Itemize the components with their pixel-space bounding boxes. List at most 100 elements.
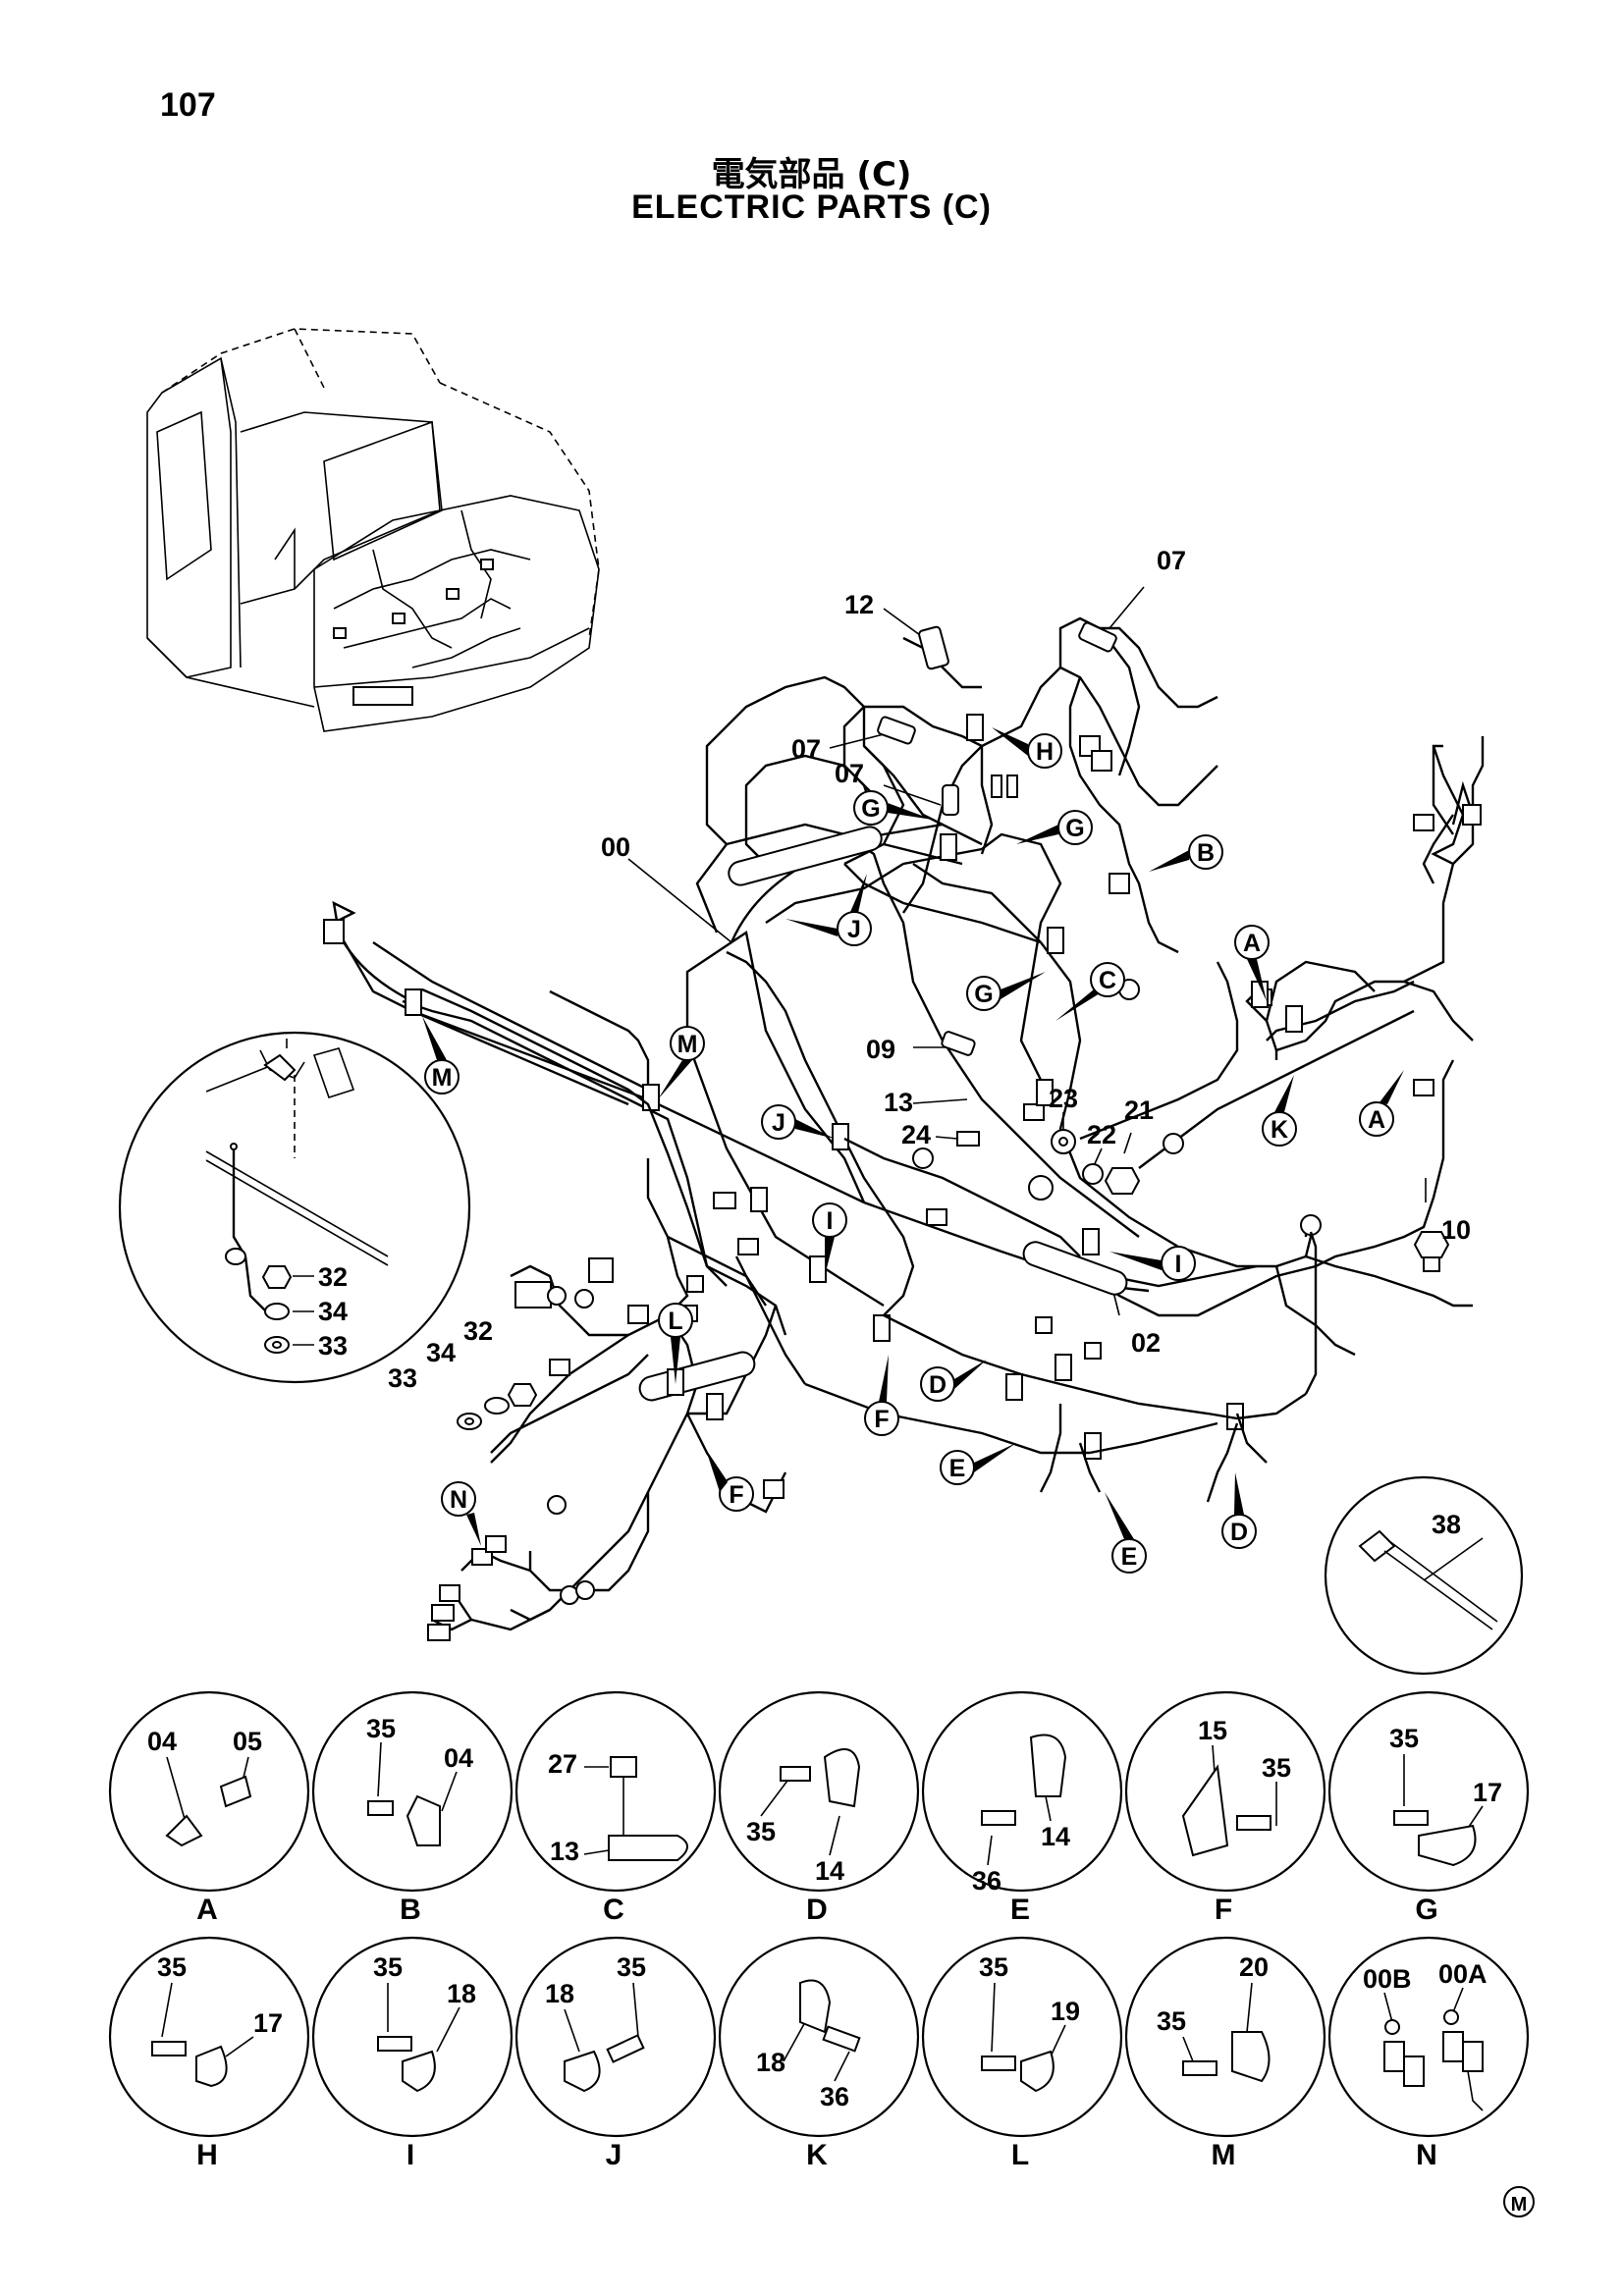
svg-text:K: K bbox=[1271, 1116, 1288, 1144]
marker-I-mid: I bbox=[812, 1202, 847, 1276]
svg-text:H: H bbox=[196, 2139, 218, 2171]
marker-E-right: E bbox=[1105, 1492, 1147, 1574]
svg-text:27: 27 bbox=[548, 1749, 577, 1779]
clamps bbox=[405, 714, 1303, 1460]
detail-I: 35 18 I bbox=[311, 1936, 514, 2171]
callout-00: 00 bbox=[601, 832, 630, 862]
svg-text:G: G bbox=[861, 795, 880, 823]
svg-text:F: F bbox=[1215, 1894, 1232, 1926]
callout-34-main: 34 bbox=[426, 1338, 456, 1367]
marker-D-right: D bbox=[1221, 1472, 1257, 1549]
detail-E: 36 14 E bbox=[921, 1690, 1123, 1926]
svg-text:00B: 00B bbox=[1363, 1964, 1412, 1994]
sensors-connectors bbox=[323, 621, 1482, 1641]
footer-circled-mark: M bbox=[1503, 2186, 1535, 2217]
callout-33-main: 33 bbox=[388, 1363, 417, 1393]
svg-text:D: D bbox=[1230, 1519, 1248, 1546]
svg-text:35: 35 bbox=[746, 1817, 776, 1846]
svg-text:J: J bbox=[772, 1109, 785, 1137]
callout-32-circle: 32 bbox=[318, 1262, 348, 1292]
detail-G: 35 17 G bbox=[1327, 1690, 1530, 1926]
marker-A-top: A bbox=[1234, 925, 1270, 1001]
callout-21: 21 bbox=[1124, 1095, 1154, 1125]
svg-text:L: L bbox=[668, 1308, 682, 1335]
callout-23: 23 bbox=[1049, 1084, 1078, 1113]
svg-text:13: 13 bbox=[550, 1837, 579, 1866]
detail-K: 18 36 K bbox=[718, 1936, 920, 2171]
marker-M-left: M bbox=[422, 1016, 460, 1095]
svg-text:00A: 00A bbox=[1438, 1959, 1488, 1989]
svg-text:18: 18 bbox=[447, 1979, 476, 2008]
callout-09: 09 bbox=[866, 1035, 895, 1064]
svg-text:20: 20 bbox=[1239, 1952, 1269, 1982]
svg-text:I: I bbox=[406, 2139, 414, 2171]
svg-text:04: 04 bbox=[444, 1743, 473, 1773]
marker-E-left: E bbox=[940, 1443, 1016, 1485]
marker-N: N bbox=[441, 1481, 481, 1546]
detail-M: 35 20 M bbox=[1124, 1936, 1326, 2171]
marker-H: H bbox=[992, 727, 1062, 769]
svg-text:17: 17 bbox=[253, 2008, 283, 2038]
title-english: ELECTRIC PARTS (C) bbox=[631, 188, 992, 226]
svg-text:04: 04 bbox=[147, 1727, 177, 1756]
excavator-cab-sketch bbox=[146, 328, 600, 732]
marker-G-lower: G bbox=[966, 972, 1046, 1011]
marker-M-right: M bbox=[658, 1026, 705, 1099]
leader-lines bbox=[627, 586, 1427, 1316]
svg-text:A: A bbox=[1368, 1106, 1385, 1134]
marker-G-right: G bbox=[1016, 810, 1093, 845]
detail-N: 00B 00A N bbox=[1327, 1936, 1530, 2171]
callout-33-circle: 33 bbox=[318, 1331, 348, 1361]
svg-text:D: D bbox=[929, 1371, 947, 1399]
svg-text:18: 18 bbox=[756, 2048, 785, 2077]
detail-A: 04 05 A bbox=[108, 1690, 310, 1926]
svg-text:A: A bbox=[196, 1894, 218, 1926]
detail-circle-left bbox=[118, 1031, 471, 1384]
svg-text:F: F bbox=[729, 1481, 743, 1509]
svg-text:F: F bbox=[874, 1406, 889, 1433]
callout-10: 10 bbox=[1441, 1215, 1471, 1245]
svg-text:D: D bbox=[806, 1894, 828, 1926]
svg-text:35: 35 bbox=[617, 1952, 646, 1982]
detail-L: 35 19 L bbox=[921, 1936, 1123, 2171]
marker-B: B bbox=[1149, 834, 1223, 872]
svg-text:18: 18 bbox=[545, 1979, 574, 2008]
svg-text:J: J bbox=[847, 916, 861, 943]
page-number: 107 bbox=[160, 86, 216, 124]
svg-text:G: G bbox=[1065, 815, 1084, 842]
svg-text:E: E bbox=[1010, 1894, 1030, 1926]
detail-H: 35 17 H bbox=[108, 1936, 310, 2171]
left-harness bbox=[421, 988, 1318, 1503]
svg-text:35: 35 bbox=[1157, 2006, 1186, 2036]
svg-text:C: C bbox=[603, 1894, 624, 1926]
svg-text:35: 35 bbox=[1389, 1724, 1419, 1753]
title-japanese: 電気部品 (C) bbox=[711, 155, 912, 194]
marker-J-mid: J bbox=[761, 1104, 835, 1140]
svg-text:M: M bbox=[432, 1064, 453, 1092]
callout-07-top: 07 bbox=[1157, 546, 1186, 575]
callout-07-low: 07 bbox=[835, 759, 864, 788]
callout-07-mid: 07 bbox=[791, 734, 821, 764]
marker-K: K bbox=[1262, 1075, 1297, 1147]
svg-text:E: E bbox=[1121, 1543, 1138, 1571]
svg-text:17: 17 bbox=[1473, 1778, 1502, 1807]
callout-38: 38 bbox=[1432, 1510, 1461, 1539]
callout-labels: 07 12 07 07 00 09 13 24 23 22 21 10 02 3… bbox=[318, 546, 1471, 1539]
svg-text:14: 14 bbox=[1041, 1822, 1070, 1851]
callout-12: 12 bbox=[844, 590, 874, 619]
marker-F-low: F bbox=[707, 1453, 754, 1512]
marker-G-left: G bbox=[853, 790, 933, 826]
svg-text:15: 15 bbox=[1198, 1716, 1227, 1745]
callout-02: 02 bbox=[1131, 1328, 1161, 1358]
svg-text:19: 19 bbox=[1051, 1997, 1080, 2026]
svg-text:05: 05 bbox=[233, 1727, 262, 1756]
svg-text:M: M bbox=[677, 1031, 698, 1058]
callout-34-circle: 34 bbox=[318, 1297, 348, 1326]
svg-text:I: I bbox=[827, 1207, 834, 1235]
callout-24: 24 bbox=[901, 1120, 931, 1149]
marker-F-mid: F bbox=[864, 1355, 899, 1436]
svg-text:35: 35 bbox=[366, 1714, 396, 1743]
svg-text:E: E bbox=[949, 1455, 966, 1482]
detail-circle-cable-tie bbox=[1324, 1475, 1524, 1676]
